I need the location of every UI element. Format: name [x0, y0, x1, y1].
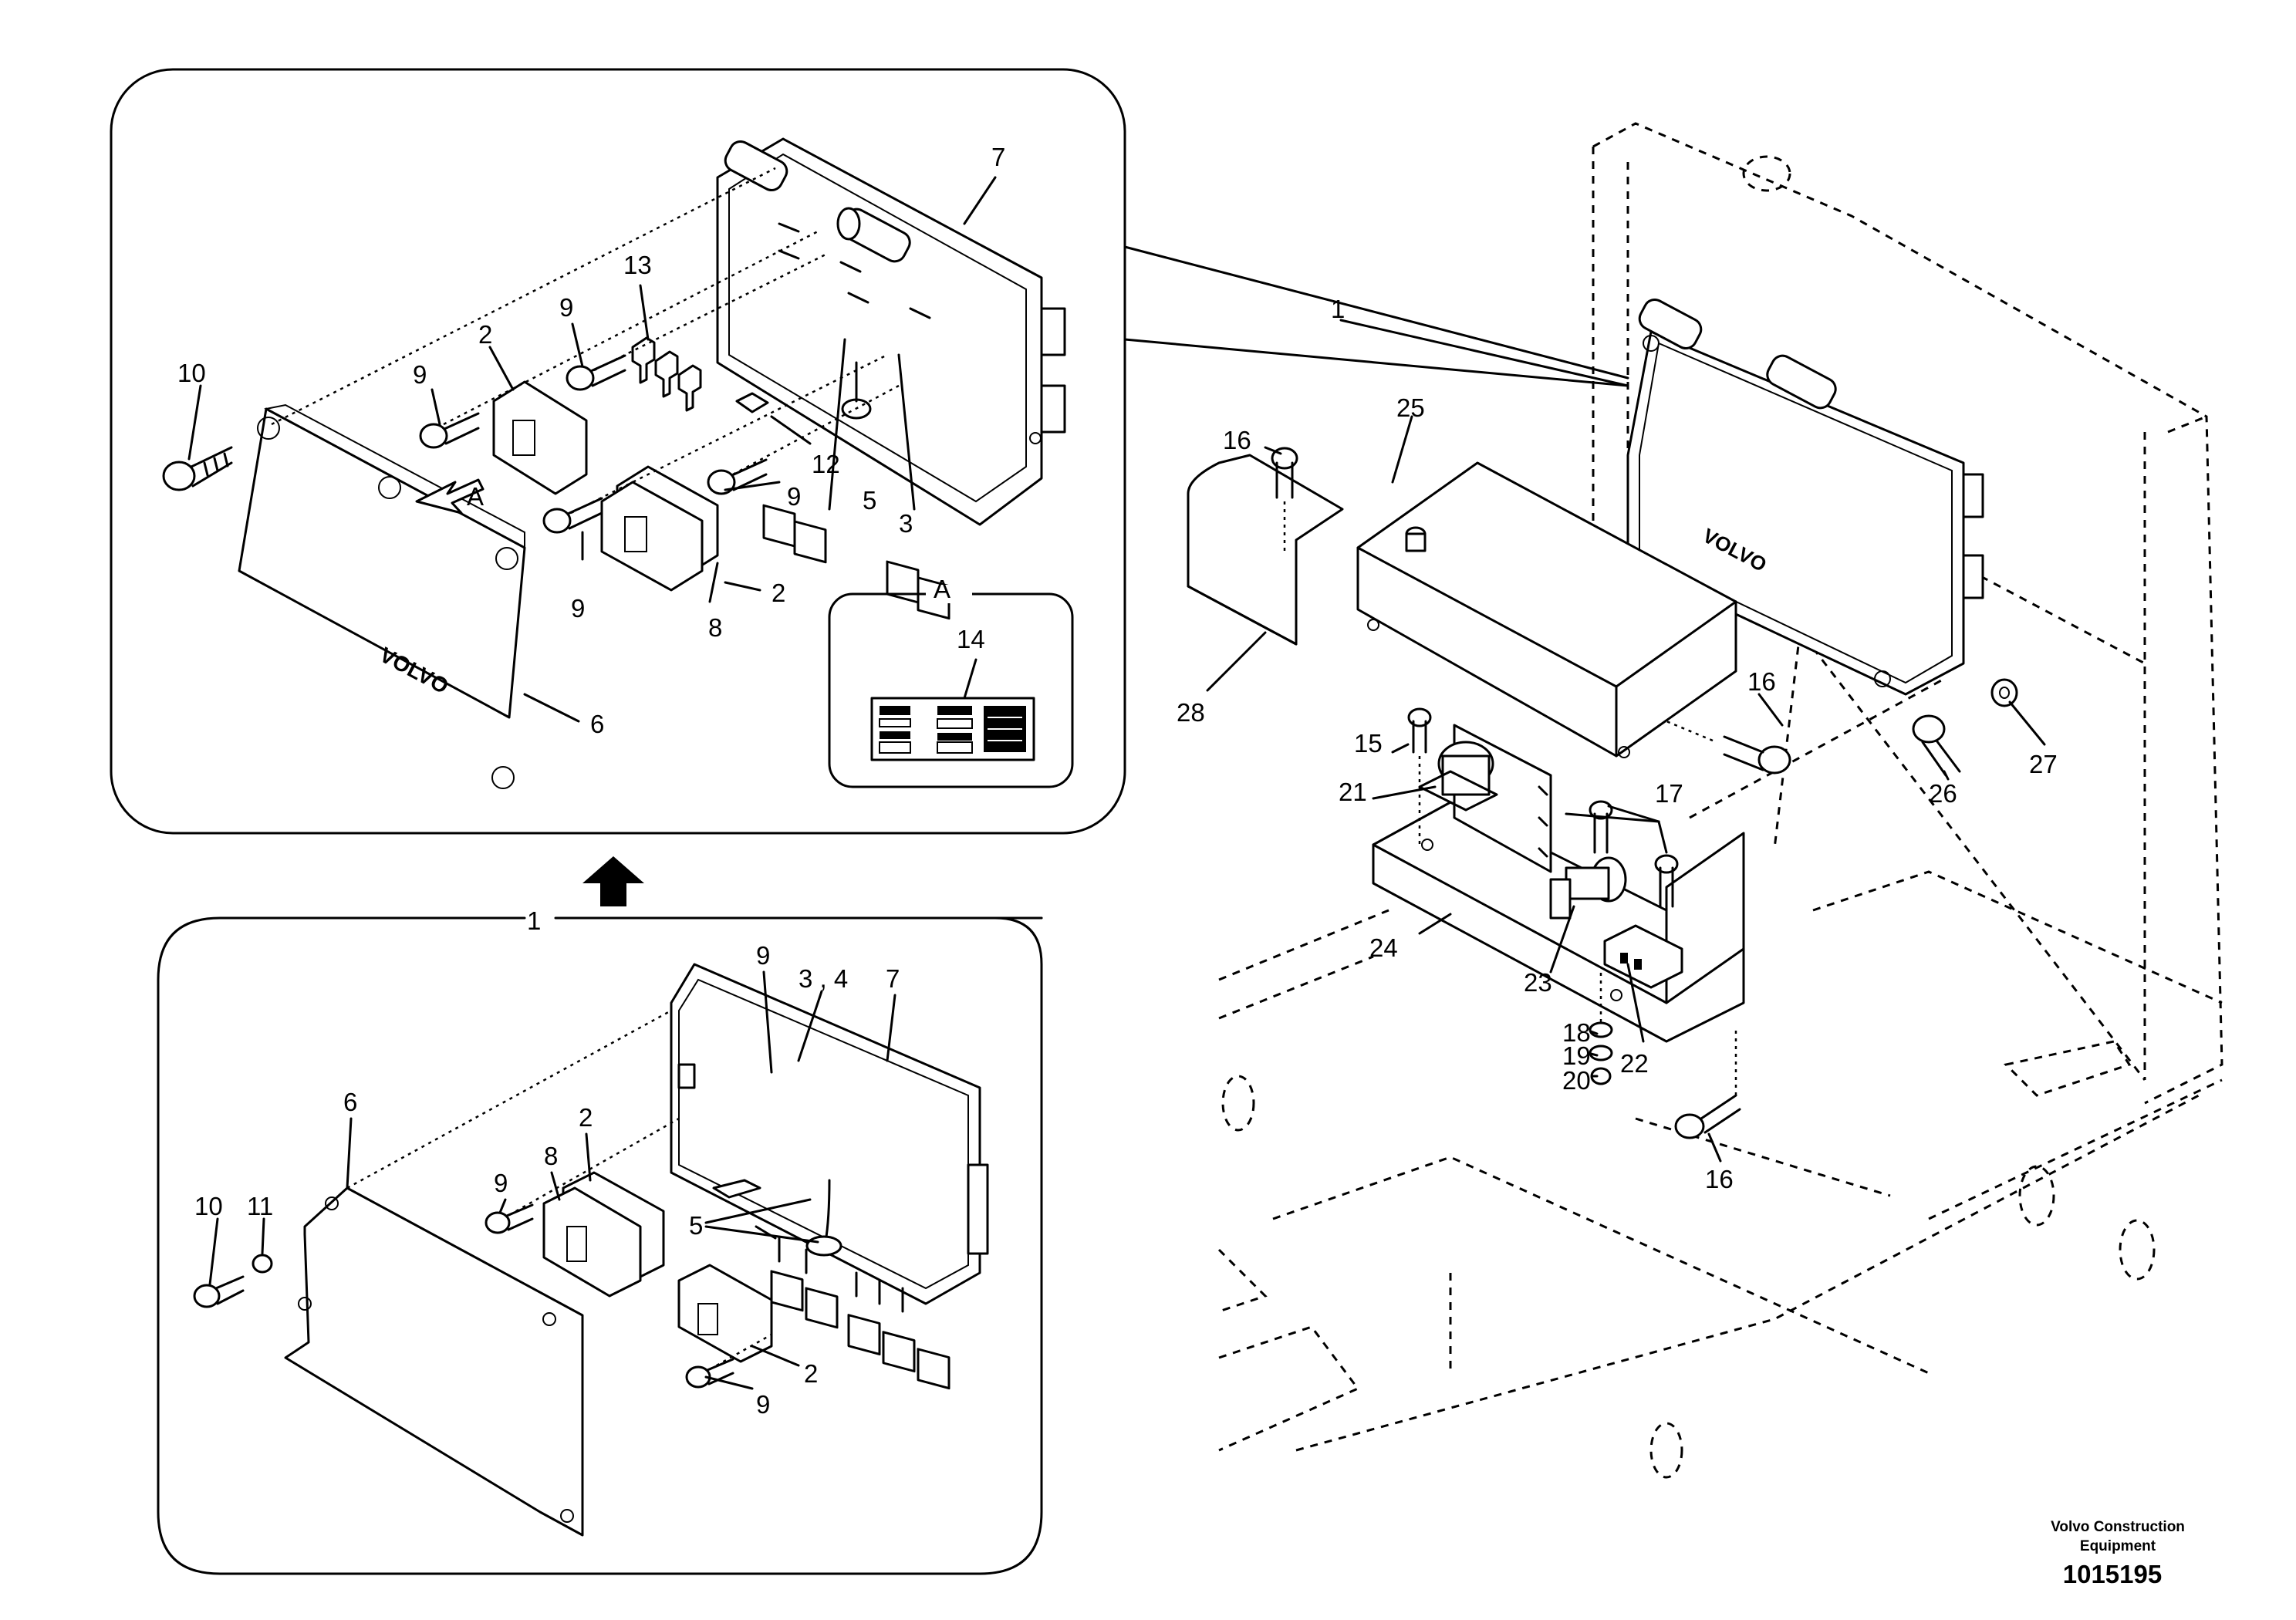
main-view: VOLVO [1177, 122, 2223, 1479]
washer-19 [1589, 1045, 1613, 1061]
bolt-16-b [1723, 735, 1791, 775]
callout-18: 18 [1562, 1018, 1591, 1047]
control-unit: VOLVO [1626, 298, 1984, 696]
relay-bottom [677, 1264, 773, 1363]
screw-9-d [542, 497, 603, 534]
connector-22 [1603, 924, 1683, 989]
callout-21: 21 [1339, 778, 1367, 806]
fuse-box-bottom [670, 963, 989, 1390]
callout-17: 17 [1655, 779, 1683, 808]
view-arrow-a [415, 478, 485, 515]
bolt-17-a [1589, 800, 1613, 854]
relay-21 [1418, 741, 1498, 812]
fuse-12 [735, 392, 769, 413]
callout-16-c: 16 [1705, 1165, 1734, 1193]
title-block: Volvo Construction Equipment 1015195 [2051, 1519, 2185, 1588]
callout-10: 10 [177, 359, 206, 387]
callout-24: 24 [1369, 933, 1398, 962]
callout-9-bottom-a: 9 [756, 941, 770, 970]
callout-25: 25 [1396, 393, 1425, 422]
washer-11 [252, 1254, 273, 1274]
detail-a-title: A [934, 575, 950, 603]
inset-connector-lower [1123, 338, 1629, 387]
callout-8: 8 [708, 613, 722, 642]
screw-10 [162, 446, 233, 491]
callout-7-bottom: 7 [886, 964, 900, 993]
cover-28 [1187, 454, 1344, 646]
callout-2-bottom-b: 2 [804, 1359, 818, 1388]
inset-connector-upper [1123, 245, 1629, 380]
bolt-15 [1407, 707, 1432, 754]
callout-view-a: A [467, 482, 484, 511]
callout-6-bottom: 6 [343, 1088, 357, 1116]
callout-26: 26 [1929, 779, 1957, 808]
washer-18 [1589, 1021, 1613, 1038]
callout-9-bottom-c: 9 [756, 1390, 770, 1419]
callout-12: 12 [812, 450, 840, 478]
drawing-number: 1015195 [2063, 1560, 2162, 1588]
company-name-line1: Volvo Construction [2051, 1519, 2185, 1535]
bottom-inset-frame [157, 916, 1043, 1575]
callout-16-b: 16 [1747, 667, 1776, 696]
callout-8-bottom: 8 [544, 1142, 558, 1170]
callout-10-bottom: 10 [194, 1192, 223, 1220]
screw-9-a [419, 412, 480, 449]
cover-plate: VOLVO [238, 167, 776, 789]
screw-9-b [566, 354, 626, 391]
bolt-26 [1912, 714, 1961, 777]
cover-plate-bottom [284, 1009, 672, 1537]
bolt-16-c [1674, 1094, 1741, 1139]
top-inset: VOLVO [110, 68, 1629, 835]
detail-a-box [828, 585, 1074, 788]
callout-9-c: 9 [787, 482, 801, 511]
callout-1-bottom: 1 [527, 906, 541, 935]
controller-25 [1356, 461, 1737, 758]
relay-pair-bottom [542, 1171, 665, 1298]
callout-19: 19 [1562, 1041, 1591, 1070]
relay-23 [1549, 856, 1627, 920]
callout-15: 15 [1354, 729, 1383, 758]
callout-2-bottom-a: 2 [579, 1103, 593, 1132]
decal-14 [870, 697, 1035, 761]
screw-10-bottom [193, 1275, 245, 1308]
screw-9-bottom-a [485, 1203, 534, 1234]
bottom-inset: 1 9 3 , 4 7 6 2 8 9 10 11 5 2 9 [157, 906, 1043, 1575]
callout-13: 13 [623, 251, 652, 279]
top-inset-frame [110, 68, 1126, 835]
callout-11: 11 [247, 1192, 273, 1220]
callout-3-4: 3 , 4 [799, 964, 848, 993]
callout-6: 6 [590, 710, 604, 738]
bolt-17-b [1654, 854, 1679, 908]
relay-pair [600, 465, 719, 592]
callout-9-bottom-b: 9 [494, 1169, 508, 1197]
callout-27: 27 [2029, 750, 2058, 778]
callout-7: 7 [991, 143, 1005, 171]
callout-9-a: 9 [413, 360, 427, 389]
fuses-13 [631, 336, 702, 412]
callout-9-b: 9 [559, 293, 573, 322]
callout-3: 3 [899, 509, 913, 538]
fuse-box-open [716, 137, 1066, 620]
callout-28: 28 [1177, 698, 1205, 727]
callout-5: 5 [863, 486, 876, 515]
callout-16-a: 16 [1223, 426, 1251, 454]
callout-1-main: 1 [1331, 295, 1345, 323]
callout-22: 22 [1620, 1049, 1649, 1078]
callout-20: 20 [1562, 1066, 1591, 1095]
company-name-line2: Equipment [2080, 1538, 2156, 1554]
washer-27 [1990, 678, 2018, 707]
callout-5-bottom: 5 [689, 1211, 703, 1240]
callout-14: 14 [957, 625, 985, 653]
callout-2-a: 2 [478, 320, 492, 349]
callout-2-b: 2 [772, 579, 785, 607]
callout-9-d: 9 [571, 594, 585, 623]
relay-top [492, 380, 588, 495]
callout-23: 23 [1524, 968, 1552, 997]
up-arrow-icon [582, 856, 644, 906]
